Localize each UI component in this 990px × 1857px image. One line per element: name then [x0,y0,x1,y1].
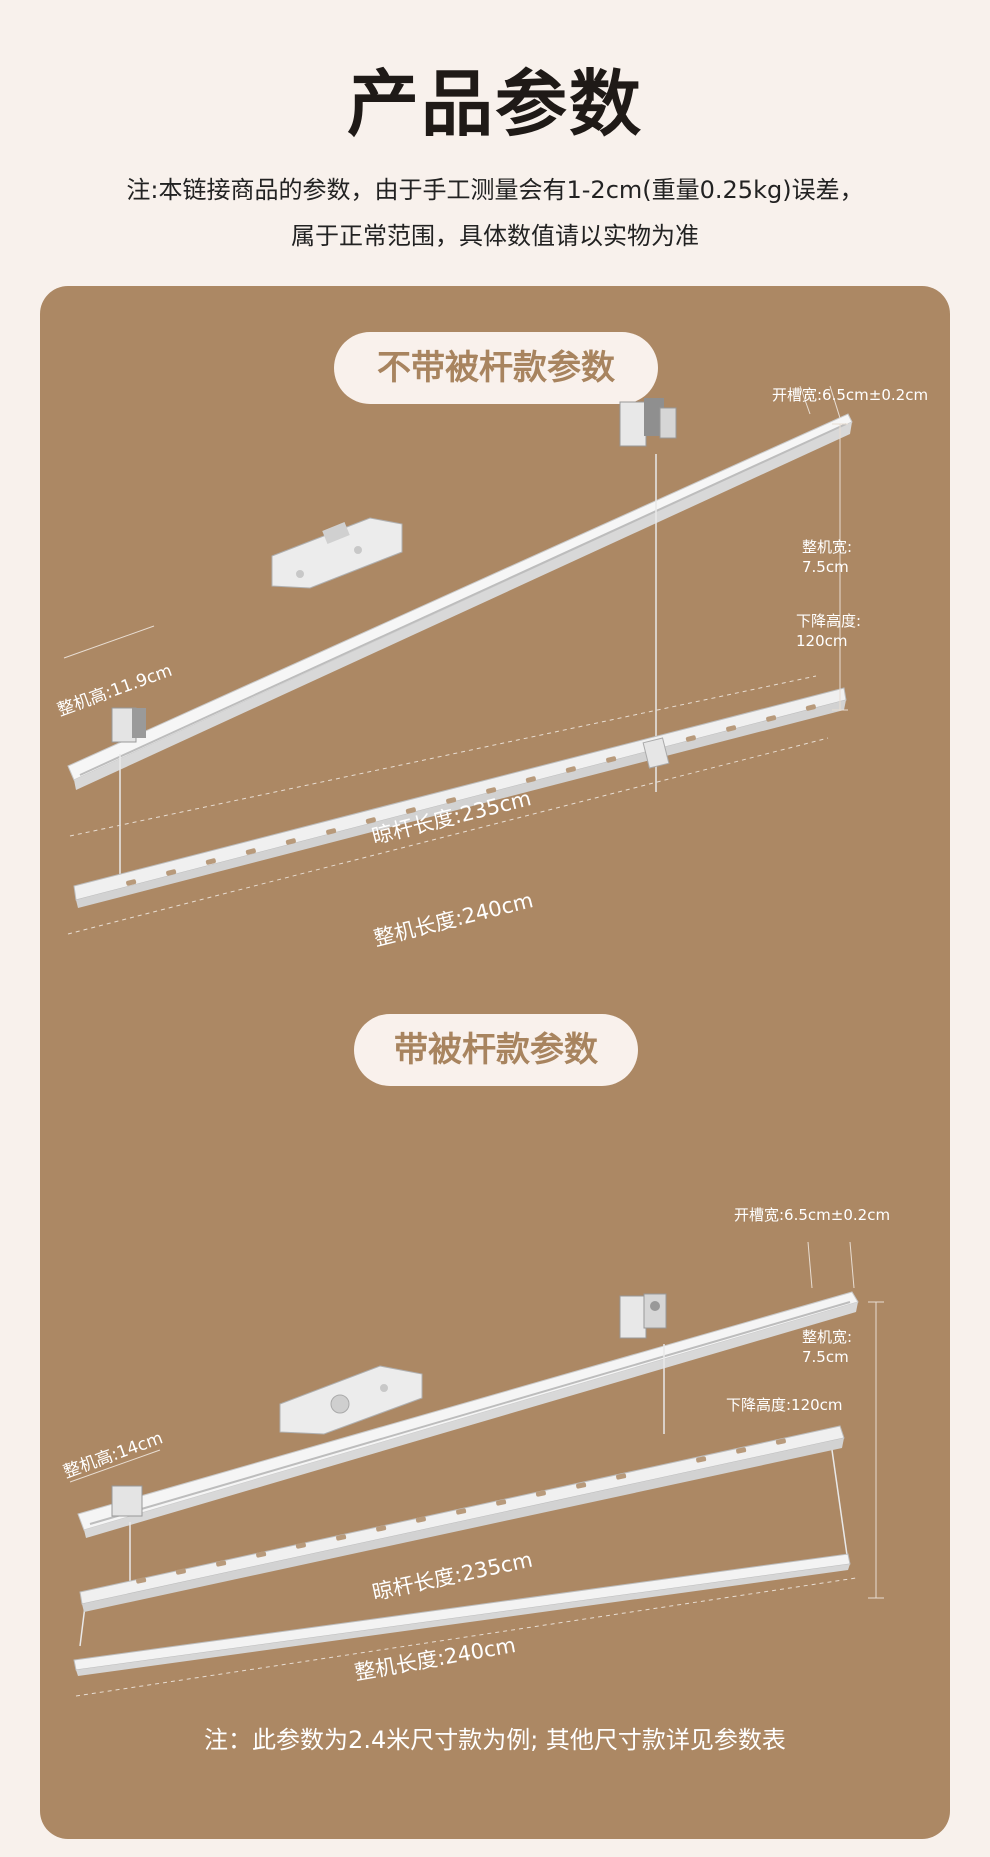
size-footnote: 注：此参数为2.4米尺寸款为例; 其他尺寸款详见参数表 [204,1726,786,1754]
rod-slots [136,1438,786,1584]
machine-length-label: 整机长度:240cm [371,888,535,951]
measurement-note-line-1: 注:本链接商品的参数，由于手工测量会有1-2cm(重量0.25kg)误差， [126,176,864,204]
machine-height-label: 整机高:14cm [61,1428,166,1482]
machine-width-value: 7.5cm [802,558,849,576]
machine-width-label: 整机宽: [802,1328,852,1346]
left-bracket [111,707,146,743]
section-title-with-quilt-rod: 带被杆款参数 [354,1014,638,1086]
measurement-note-line-2: 属于正常范围，具体数值请以实物为准 [291,222,699,250]
diagram-no-quilt-rod: 开槽宽:6.5cm±0.2cm 整机宽: 7.5cm 下降高度: 120cm 整… [55,385,928,951]
motor-box [271,517,403,589]
drop-height-label: 下降高度:120cm [726,1396,843,1414]
drop-height-label: 下降高度: [796,612,861,630]
diagram-with-quilt-rod: 开槽宽:6.5cm±0.2cm 整机宽: 7.5cm 下降高度:120cm 整机… [61,1206,890,1697]
slot-width-label: 开槽宽:6.5cm±0.2cm [734,1206,890,1224]
main-rail [77,1291,859,1538]
machine-length-label: 整机长度:240cm [353,1633,518,1685]
slot-width-label: 开槽宽:6.5cm±0.2cm [772,386,928,404]
quilt-rod [73,1553,851,1676]
machine-width-value: 7.5cm [802,1348,849,1366]
right-bracket [619,1293,667,1339]
left-bracket [111,1485,143,1517]
drop-height-value: 120cm [796,632,848,650]
right-bracket [619,398,677,447]
page-title: 产品参数 [346,62,643,146]
rod-slots [126,704,816,886]
rod-length-label: 晾杆长度:235cm [370,1547,535,1604]
machine-width-label: 整机宽: [802,538,852,556]
section-title-no-quilt-rod: 不带被杆款参数 [334,332,658,404]
parameter-panel: 不带被杆款参数 [40,286,950,1839]
motor-box [279,1365,423,1435]
drying-rod [79,1425,845,1612]
